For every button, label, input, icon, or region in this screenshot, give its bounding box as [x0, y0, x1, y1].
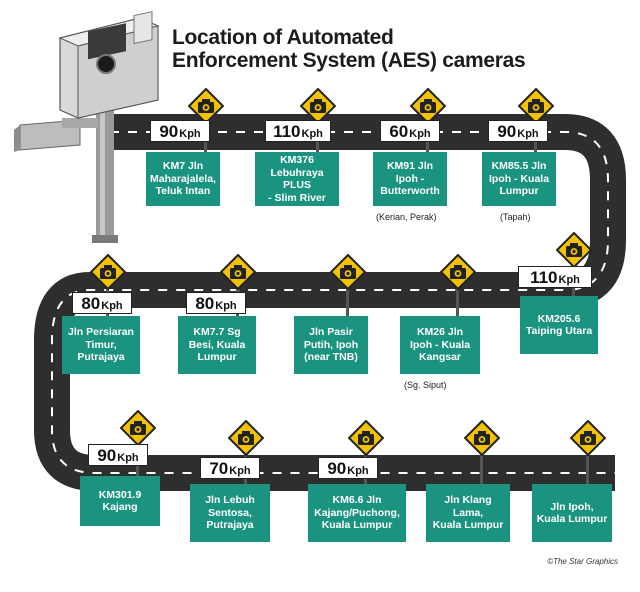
speed-camera-icon [119, 409, 157, 447]
speed-value: 80 [81, 294, 101, 313]
speed-unit: Kph [179, 128, 201, 140]
location-box: KM7.7 Sg Besi, Kuala Lumpur [178, 316, 256, 374]
speed-value: 110 [273, 122, 301, 141]
speed-value: 90 [327, 459, 347, 478]
speed-unit: Kph [301, 128, 323, 140]
speed-unit: Kph [101, 300, 123, 312]
speed-camera-icon [439, 253, 477, 291]
title-line-2: Enforcement System (AES) cameras [172, 49, 526, 72]
location-note: (Sg. Siput) [404, 380, 447, 390]
speed-unit: Kph [409, 128, 431, 140]
speed-camera-icon [409, 87, 447, 125]
speed-unit: Kph [517, 128, 539, 140]
speed-unit: Kph [347, 465, 369, 477]
location-box: KM6.6 Jln Kajang/Puchong, Kuala Lumpur [308, 484, 406, 542]
location-box: KM205.6 Taiping Utara [520, 296, 598, 354]
speed-camera-icon [517, 87, 555, 125]
speed-unit: Kph [117, 452, 139, 464]
location-box: KM7 Jln Maharajalela, Teluk Intan [146, 152, 220, 206]
location-box: Jln Lebuh Sentosa, Putrajaya [190, 484, 270, 542]
location-box: Jln Pasir Putih, Ipoh (near TNB) [294, 316, 368, 374]
title-line-1: Location of Automated [172, 26, 394, 49]
speed-camera-icon [463, 419, 501, 457]
speed-camera-icon [187, 87, 225, 125]
speed-value: 90 [159, 122, 179, 141]
location-box: KM85.5 Jln Ipoh - Kuala Lumpur [482, 152, 556, 206]
speed-value: 90 [497, 122, 517, 141]
speed-camera-icon [569, 419, 607, 457]
speed-value: 70 [209, 459, 229, 478]
location-box: Jln Persiaran Timur, Putrajaya [62, 316, 140, 374]
location-note: (Tapah) [500, 212, 531, 222]
speed-camera-icon [555, 231, 593, 269]
sign-post [456, 288, 459, 316]
sign-post [586, 454, 589, 484]
location-note: (Kerian, Perak) [376, 212, 437, 222]
speed-camera-icon [347, 419, 385, 457]
location-box: KM91 Jln Ipoh - Butterworth [373, 152, 447, 206]
speed-camera-icon [89, 253, 127, 291]
credit-text: ©The Star Graphics [547, 557, 618, 566]
speed-unit: Kph [558, 274, 580, 286]
speed-unit: Kph [229, 465, 251, 477]
speed-value: 110 [530, 268, 558, 287]
speed-value: 80 [195, 294, 215, 313]
location-box: KM301.9 Kajang [80, 476, 160, 526]
location-box: Jln Ipoh, Kuala Lumpur [532, 484, 612, 542]
location-box: Jln Klang Lama, Kuala Lumpur [426, 484, 510, 542]
speed-camera-icon [227, 419, 265, 457]
sign-post [346, 288, 349, 316]
sign-post [480, 454, 483, 484]
speed-camera-illustration [14, 11, 160, 243]
speed-value: 90 [97, 446, 117, 465]
speed-unit: Kph [215, 300, 237, 312]
speed-camera-icon [329, 253, 367, 291]
speed-camera-icon [299, 87, 337, 125]
speed-camera-icon [219, 253, 257, 291]
location-box: KM376 Lebuhraya PLUS - Slim River [255, 152, 339, 206]
location-box: KM26 Jln Ipoh - Kuala Kangsar [400, 316, 480, 374]
speed-value: 60 [389, 122, 409, 141]
page-title: Location of Automated Enforcement System… [172, 26, 526, 72]
